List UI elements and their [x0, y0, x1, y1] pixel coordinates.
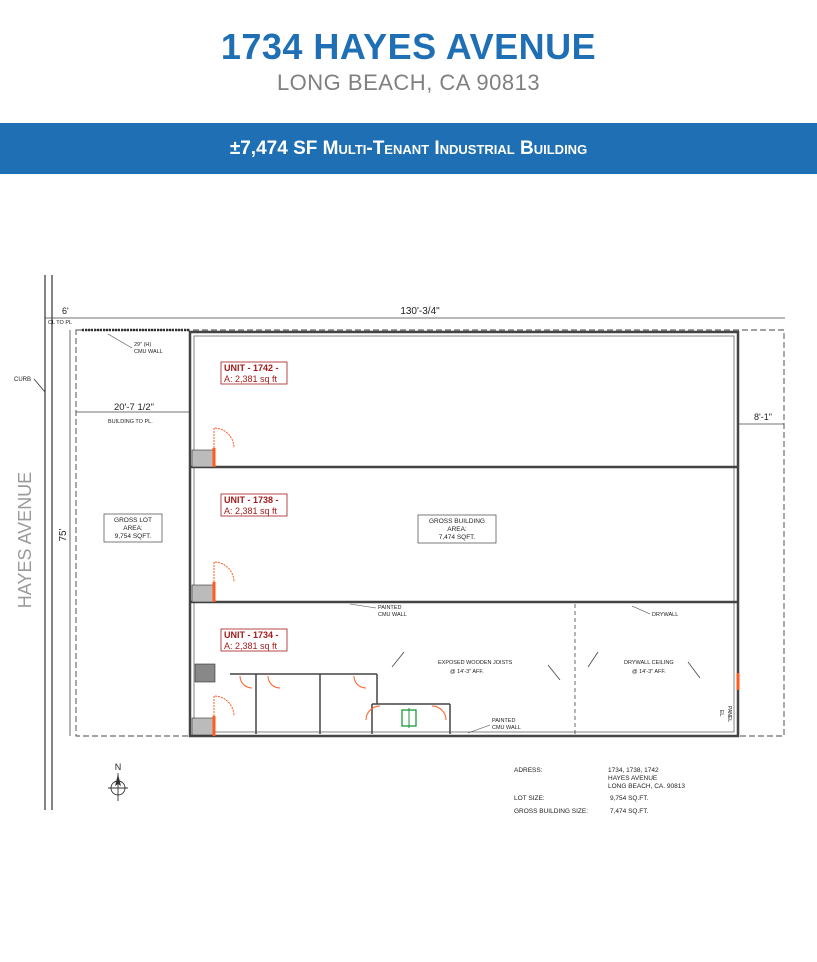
drywall-leader: [631, 605, 651, 615]
address-label: ADRESS:: [514, 767, 543, 774]
joists-tick-1: [391, 651, 405, 668]
painted-note-1: PAINTED: [378, 605, 401, 611]
lot-size-value: 9,754 SQ.FT.: [610, 795, 648, 802]
gross-building-line3: 7,474 SQFT.: [439, 534, 476, 541]
el-panel-label-2: PANEL: [726, 706, 732, 722]
building-to-pl-label: BUILDING TO PL.: [108, 419, 153, 425]
office-door-2: [267, 675, 281, 689]
gross-lot-line2: AREA:: [123, 525, 143, 532]
north-label: N: [115, 762, 122, 772]
cmu-note-1: CMU WALL: [378, 612, 407, 618]
depth-dim: 75': [58, 528, 69, 541]
el-panel-label-1: EL.: [718, 710, 724, 718]
cmu-height-label: 29" (H): [134, 342, 151, 348]
building-to-pl-dim: 20'-7 1/2": [114, 402, 154, 413]
address-line2: HAYES AVENUE: [608, 775, 658, 782]
front-block-1738: [191, 584, 215, 603]
north-arrow-icon: [108, 773, 128, 801]
banner-text: ±7,474 SF Multi-Tenant Industrial Buildi…: [229, 138, 588, 159]
front-block-1742: [191, 449, 215, 468]
office-walls: [230, 673, 451, 734]
joists-tick-2: [547, 664, 561, 681]
curb-leader: [33, 378, 46, 393]
painted-leader-1: [349, 603, 377, 609]
restroom-door-2: [431, 705, 447, 721]
gross-building-box: [417, 514, 497, 544]
gross-lot-line3: 9,754 SQFT.: [115, 533, 152, 540]
lot-size-label: LOT SIZE:: [514, 795, 545, 802]
front-block-1734: [191, 717, 215, 736]
rear-dim: 8'-1": [754, 412, 772, 422]
cmu-leader: [107, 333, 133, 349]
unit-1738-box: [220, 493, 288, 517]
electrical-room-block: [194, 663, 216, 683]
address-line3: LONG BEACH, CA. 90813: [608, 783, 685, 790]
property-title: 1734 HAYES AVENUE: [220, 26, 597, 67]
ceiling-note-2: @ 14'-3" AFF.: [632, 669, 666, 675]
door-1742: [213, 427, 235, 449]
gross-lot-box: [103, 513, 163, 543]
gross-lot-line1: GROSS LOT: [114, 517, 152, 524]
gross-building-line1: GROSS BUILDING: [429, 518, 485, 525]
office-door-1: [239, 675, 253, 689]
drywall-note: DRYWALL: [652, 612, 678, 618]
building-size-value: 7,474 SQ.FT.: [610, 808, 648, 815]
unit-1742-box: [220, 361, 288, 385]
unit-1734-area: A: 2,381 sq ft: [224, 641, 278, 651]
joists-note-2: @ 14'-3" AFF.: [450, 669, 484, 675]
curb-label: CURB: [14, 377, 31, 383]
unit-1738-name: UNIT - 1738 -: [224, 495, 279, 505]
gross-building-line2: AREA:: [447, 526, 467, 533]
unit-1742-area: A: 2,381 sq ft: [224, 374, 278, 384]
door-1738: [213, 561, 235, 583]
joists-note-1: EXPOSED WOODEN JOISTS: [438, 660, 513, 666]
cmu-wall-label: CMU WALL: [134, 349, 163, 355]
office-door-3: [353, 675, 367, 689]
building-inner-wall: [193, 335, 735, 733]
building-size-label: GROSS BUILDING SIZE:: [514, 808, 588, 815]
address-line1: 1734, 1738, 1742: [608, 767, 659, 774]
restroom-door-1: [365, 705, 381, 721]
overall-length-dim: 130'-3/4": [400, 306, 440, 317]
painted-leader-2: [467, 724, 491, 734]
building-outline: [188, 330, 740, 738]
unit-1738-area: A: 2,381 sq ft: [224, 506, 278, 516]
ceiling-tick-2: [687, 661, 701, 679]
door-1734: [213, 695, 235, 717]
painted-note-2: PAINTED: [492, 718, 515, 724]
street-label: HAYES AVENUE: [15, 472, 35, 608]
ceiling-tick-1: [587, 651, 599, 668]
property-location: LONG BEACH, CA 90813: [276, 70, 541, 95]
unit-1742-name: UNIT - 1742 -: [224, 363, 279, 373]
unit-1734-name: UNIT - 1734 -: [224, 630, 279, 640]
cl-to-pl-label: CL TO PL: [48, 320, 72, 326]
ceiling-note-1: DRYWALL CEILING: [624, 660, 674, 666]
unit-1734-box: [220, 628, 288, 652]
setback-dim: 6': [62, 306, 69, 316]
cmu-note-2: CMU WALL: [492, 725, 521, 731]
banner-bar: [0, 123, 817, 174]
